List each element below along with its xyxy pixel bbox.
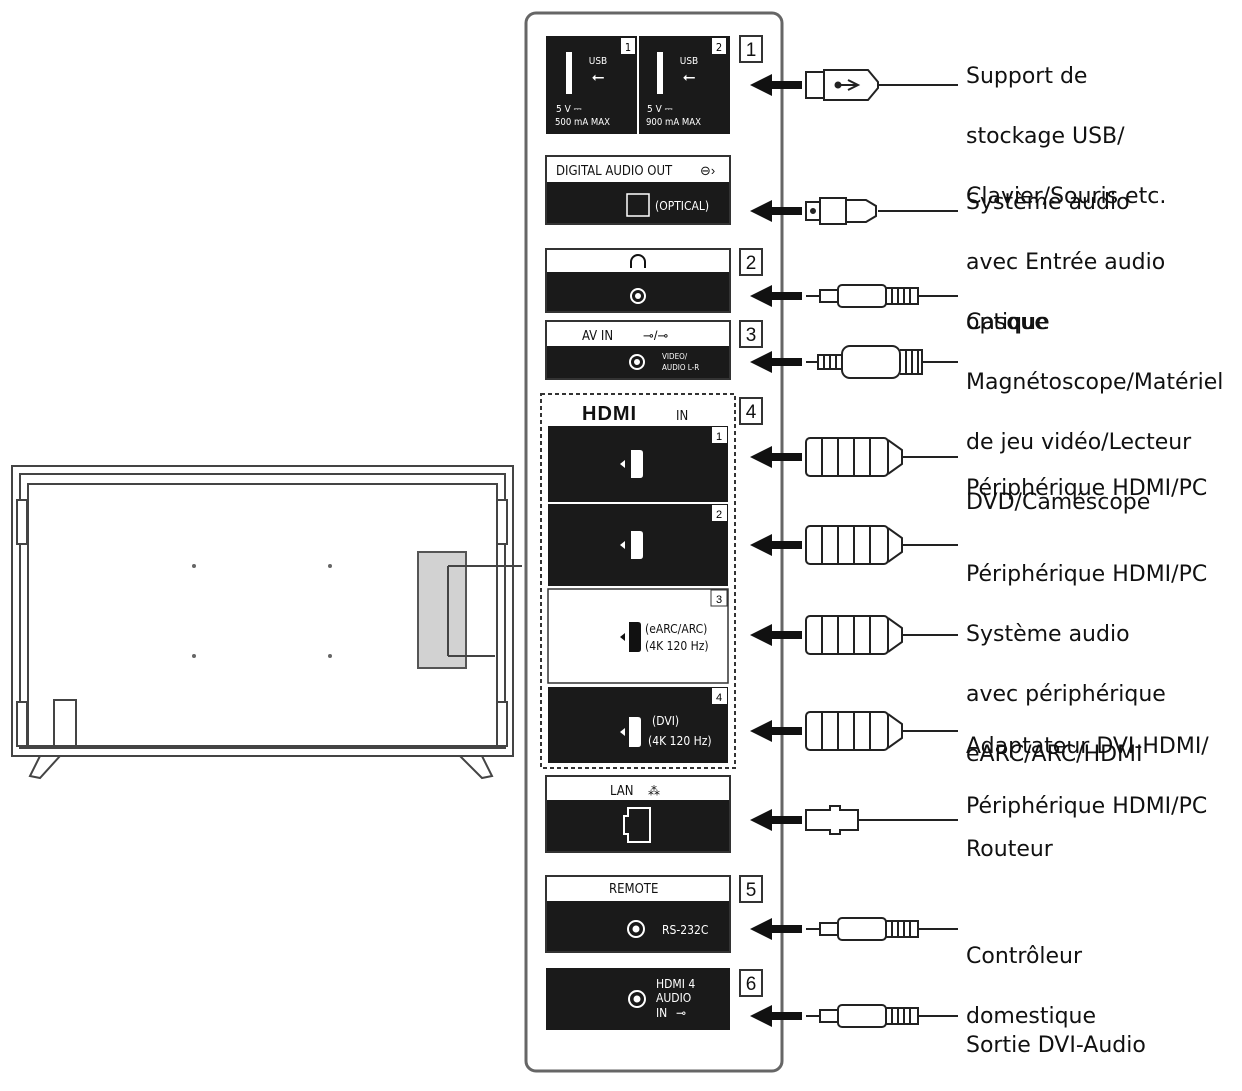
device-label-usb-storage: Support de stockage USB/ Clavier/Souris … bbox=[966, 64, 1167, 209]
hdmi-audio-line-1: HDMI 4 bbox=[656, 977, 695, 991]
lan-label: LAN bbox=[610, 784, 634, 799]
av-in-sub-2: AUDIO L-R bbox=[662, 363, 699, 372]
network-icon: ⁂ bbox=[648, 784, 660, 798]
remote-jack bbox=[627, 920, 645, 938]
av-plug-icon bbox=[806, 345, 958, 379]
hdmi-3-note-1: (eARC/ARC) bbox=[645, 622, 707, 636]
svg-text:1: 1 bbox=[716, 431, 722, 443]
svg-text:3: 3 bbox=[716, 594, 722, 606]
terminal-number-3: 3 bbox=[746, 325, 757, 346]
device-label-av-devices: Magnétoscope/Matériel de jeu vidéo/Lecte… bbox=[966, 370, 1224, 515]
tv-rear-view bbox=[11, 465, 522, 780]
av-in-sub-1: VIDEO/ bbox=[662, 352, 688, 361]
headphone-plug-icon bbox=[806, 284, 958, 308]
hdmi-3-note-2: (4K 120 Hz) bbox=[645, 639, 709, 653]
device-label-dvi-adapter: Adaptateur DVI-HDMI/ Périphérique HDMI/P… bbox=[966, 734, 1209, 819]
terminal-number-2: 2 bbox=[746, 253, 757, 274]
lan-jack bbox=[623, 807, 651, 843]
hdmi-plug-icon bbox=[805, 525, 958, 565]
headphone-terminal bbox=[545, 248, 731, 313]
hdmi-group-outline bbox=[540, 393, 736, 769]
tv-mount-dots bbox=[192, 564, 332, 658]
lan-plug-icon bbox=[805, 805, 958, 835]
headphone-icon bbox=[630, 254, 646, 268]
hdmi-audio-in-terminal: HDMI 4 AUDIO IN ⊸ bbox=[546, 968, 730, 1030]
usb-port-2-rating: 5 V ⎓ bbox=[647, 104, 673, 115]
hdmi-audio-line-2: AUDIO bbox=[656, 991, 691, 1005]
optical-out-icon: ⊖› bbox=[700, 163, 715, 178]
usb-icon: ⭠ bbox=[592, 69, 605, 86]
usb-port-1-rating: 5 V ⎓ bbox=[556, 104, 582, 115]
device-label-headphones: Casque bbox=[966, 310, 1048, 335]
remote-label: REMOTE bbox=[609, 882, 658, 897]
hdmi-port-2: 2 bbox=[548, 504, 728, 586]
svg-text:2: 2 bbox=[716, 509, 722, 521]
connection-arrows bbox=[750, 74, 802, 1027]
terminal-number-1: 1 bbox=[746, 40, 757, 61]
usb-port-1-label: USB bbox=[589, 56, 607, 67]
minijack-plug-icon bbox=[806, 1004, 958, 1028]
optical-label: DIGITAL AUDIO OUT bbox=[556, 164, 673, 179]
usb-port-1-index: 1 bbox=[625, 41, 631, 54]
device-label-router: Routeur bbox=[966, 837, 1053, 862]
hdmi-4-note-1: (DVI) bbox=[652, 714, 679, 728]
av-in-jack bbox=[629, 354, 645, 370]
usb-port-2-current: 900 mA MAX bbox=[646, 117, 701, 128]
hdmi-port-1: 1 bbox=[548, 426, 728, 502]
hdmi-plug-icon bbox=[805, 615, 958, 655]
av-in-terminal: AV IN ⊸/⊸ VIDEO/ AUDIO L-R bbox=[545, 320, 731, 380]
terminal-number-5: 5 bbox=[746, 880, 757, 901]
optical-port bbox=[626, 193, 650, 217]
headphone-jack bbox=[630, 288, 646, 304]
usb-plug-icon bbox=[805, 69, 958, 101]
remote-terminal: REMOTE RS-232C bbox=[545, 875, 731, 953]
hdmi-port-3: 3 (eARC/ARC) (4K 120 Hz) bbox=[547, 588, 729, 684]
hdmi-plug-icon bbox=[805, 711, 958, 751]
hdmi-4-note-2: (4K 120 Hz) bbox=[648, 734, 712, 748]
svg-text:4: 4 bbox=[716, 692, 722, 704]
device-label-earc-audio: Système audio avec périphérique eARC/ARC… bbox=[966, 622, 1166, 767]
hdmi-audio-jack bbox=[628, 990, 646, 1008]
input-icon: ⊸ bbox=[676, 1006, 686, 1020]
device-label-home-controller: Contrôleur domestique bbox=[966, 944, 1097, 1029]
cable-plugs bbox=[805, 69, 958, 1028]
remote-sub-label: RS-232C bbox=[662, 923, 708, 937]
optical-plug-icon bbox=[805, 197, 958, 225]
device-label-hdmi-1: Périphérique HDMI/PC bbox=[966, 476, 1208, 501]
usb-icon: ⭠ bbox=[683, 69, 696, 86]
device-label-dvi-audio: Sortie DVI-Audio bbox=[966, 1033, 1146, 1058]
terminal-number-4: 4 bbox=[746, 402, 757, 423]
device-label-hdmi-2: Périphérique HDMI/PC bbox=[966, 562, 1208, 587]
optical-terminal: DIGITAL AUDIO OUT ⊖› (OPTICAL) bbox=[545, 155, 731, 225]
optical-sub-label: (OPTICAL) bbox=[655, 199, 709, 213]
usb-port-2-label: USB bbox=[680, 56, 698, 67]
usb-port-2-index: 2 bbox=[716, 41, 722, 54]
device-label-optical-audio: Système audio avec Entrée audio optique bbox=[966, 190, 1166, 335]
hdmi-in-label: IN bbox=[676, 409, 688, 424]
usb-port-1-current: 500 mA MAX bbox=[555, 117, 610, 128]
hdmi-logo: HDMI bbox=[582, 403, 637, 425]
hdmi-plug-icon bbox=[805, 437, 958, 477]
av-input-icon: ⊸/⊸ bbox=[643, 328, 669, 343]
av-in-label: AV IN bbox=[582, 329, 613, 344]
minijack-plug-icon bbox=[806, 917, 958, 941]
terminal-number-6: 6 bbox=[746, 974, 757, 995]
hdmi-port-4: 4 (DVI) (4K 120 Hz) bbox=[548, 687, 728, 763]
lan-terminal: LAN ⁂ bbox=[545, 775, 731, 853]
hdmi-audio-line-3: IN bbox=[656, 1006, 667, 1020]
usb-terminal: 1 2 USB USB ⭠ ⭠ 5 V ⎓ 5 V ⎓ 500 mA MAX 9… bbox=[546, 36, 730, 134]
